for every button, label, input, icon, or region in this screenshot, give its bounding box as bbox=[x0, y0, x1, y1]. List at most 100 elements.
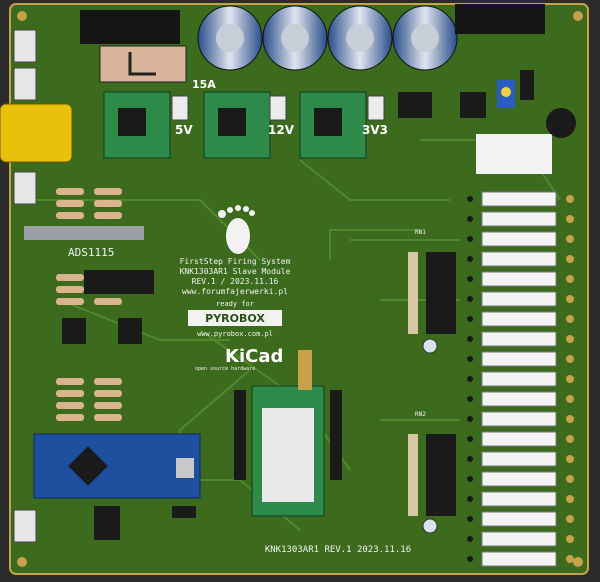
usb-port bbox=[176, 458, 194, 478]
terminal-diode bbox=[467, 396, 473, 402]
board-title-line2: KNK1303AR1 Slave Module bbox=[180, 267, 291, 276]
terminal-pad bbox=[566, 255, 574, 263]
rf-shield bbox=[262, 408, 314, 502]
terminal-pad bbox=[566, 475, 574, 483]
terminal-block bbox=[481, 491, 557, 507]
resistor-network-rn2 bbox=[408, 434, 418, 516]
terminal-block bbox=[481, 451, 557, 467]
terminal-diode bbox=[467, 196, 473, 202]
terminal-pad bbox=[566, 355, 574, 363]
left-jst-connectors bbox=[13, 29, 37, 543]
board-title-line3: REV.1 / 2023.11.16 bbox=[192, 277, 279, 286]
terminal-block bbox=[481, 431, 557, 447]
label-rn2: RN2 bbox=[415, 411, 426, 418]
buzzer bbox=[546, 108, 576, 138]
resistor bbox=[94, 200, 122, 207]
ready-for-text: ready for bbox=[216, 300, 254, 308]
mounting-holes bbox=[17, 11, 583, 567]
terminal-diode bbox=[467, 376, 473, 382]
terminal-block bbox=[481, 551, 557, 567]
terminal-diode bbox=[467, 256, 473, 262]
ic-u6 bbox=[426, 252, 456, 334]
pyrobox-logo: PYROBOX bbox=[205, 312, 265, 325]
terminal-pad bbox=[566, 195, 574, 203]
electrolytic-capacitors bbox=[197, 5, 458, 71]
terminal-diode bbox=[467, 336, 473, 342]
adc-label: ADS1115 bbox=[68, 246, 114, 259]
terminal-block bbox=[481, 311, 557, 327]
buck-converter-modules bbox=[103, 91, 367, 159]
arduino-nano bbox=[33, 433, 201, 499]
capacitor-c1 bbox=[422, 338, 438, 354]
footprint-logo bbox=[218, 205, 255, 254]
terminal-pad bbox=[566, 515, 574, 523]
dc-jack bbox=[80, 10, 180, 44]
relay-module bbox=[476, 134, 552, 174]
terminal-diode bbox=[467, 496, 473, 502]
terminal-diode bbox=[467, 296, 473, 302]
terminal-diode bbox=[467, 216, 473, 222]
resistor bbox=[94, 390, 122, 397]
terminal-diode bbox=[467, 516, 473, 522]
ic-u5 bbox=[94, 506, 120, 540]
terminal-diode bbox=[467, 536, 473, 542]
terminal-block bbox=[481, 331, 557, 347]
resistor bbox=[94, 188, 122, 195]
terminal-pad bbox=[566, 495, 574, 503]
resistor bbox=[94, 402, 122, 409]
resistor bbox=[56, 402, 84, 409]
current-label: 15A bbox=[192, 78, 216, 91]
pyrobox-url: www.pyrobox.com.pl bbox=[197, 330, 273, 338]
terminal-block bbox=[481, 271, 557, 287]
terminal-diode bbox=[467, 456, 473, 462]
label-rn1: RN1 bbox=[415, 229, 426, 236]
terminal-block bbox=[481, 291, 557, 307]
terminal-diode bbox=[467, 276, 473, 282]
power-connector bbox=[455, 4, 545, 34]
capacitor-c2 bbox=[422, 518, 438, 534]
terminal-pad bbox=[566, 215, 574, 223]
terminal-pad bbox=[566, 295, 574, 303]
terminal-pad bbox=[566, 375, 574, 383]
trimmer-knob bbox=[501, 87, 511, 97]
resistor bbox=[94, 212, 122, 219]
terminal-diode bbox=[467, 236, 473, 242]
terminal-block bbox=[481, 191, 557, 207]
fuse-icon bbox=[128, 52, 156, 76]
ic-u7 bbox=[426, 434, 456, 516]
resistor bbox=[56, 274, 84, 281]
resistor-network-rn1 bbox=[408, 252, 418, 334]
top-right-ics bbox=[398, 70, 534, 118]
terminal-pad bbox=[566, 555, 574, 563]
buck-jst-connectors bbox=[171, 95, 385, 121]
xt60-connector bbox=[0, 103, 73, 163]
terminal-block bbox=[481, 511, 557, 527]
terminal-diode bbox=[467, 436, 473, 442]
terminal-block bbox=[481, 351, 557, 367]
terminal-diode bbox=[467, 356, 473, 362]
resistor bbox=[56, 298, 84, 305]
kicad-logo: KiCad bbox=[225, 346, 283, 367]
bottom-revision-text: KNK1303AR1 REV.1 2023.11.16 bbox=[265, 545, 411, 555]
ic-u4 bbox=[118, 318, 142, 344]
ic-u2 bbox=[84, 270, 154, 294]
resistor bbox=[56, 414, 84, 421]
terminal-diode bbox=[467, 416, 473, 422]
ads1115-module bbox=[24, 226, 144, 240]
pin-header-right bbox=[330, 390, 342, 480]
rail-label-12v: 12V bbox=[268, 123, 295, 137]
terminal-pad bbox=[566, 235, 574, 243]
terminal-pad bbox=[566, 275, 574, 283]
fuse-holder bbox=[99, 45, 187, 83]
terminal-block bbox=[481, 231, 557, 247]
resistor bbox=[56, 286, 84, 293]
rail-label-5v: 5V bbox=[175, 123, 193, 137]
terminal-block bbox=[481, 411, 557, 427]
antenna-connector bbox=[298, 350, 312, 390]
terminal-block bbox=[481, 391, 557, 407]
terminal-pad bbox=[566, 315, 574, 323]
pyrobox-logo-box bbox=[188, 310, 282, 326]
terminal-block bbox=[481, 531, 557, 547]
terminal-pad bbox=[566, 535, 574, 543]
